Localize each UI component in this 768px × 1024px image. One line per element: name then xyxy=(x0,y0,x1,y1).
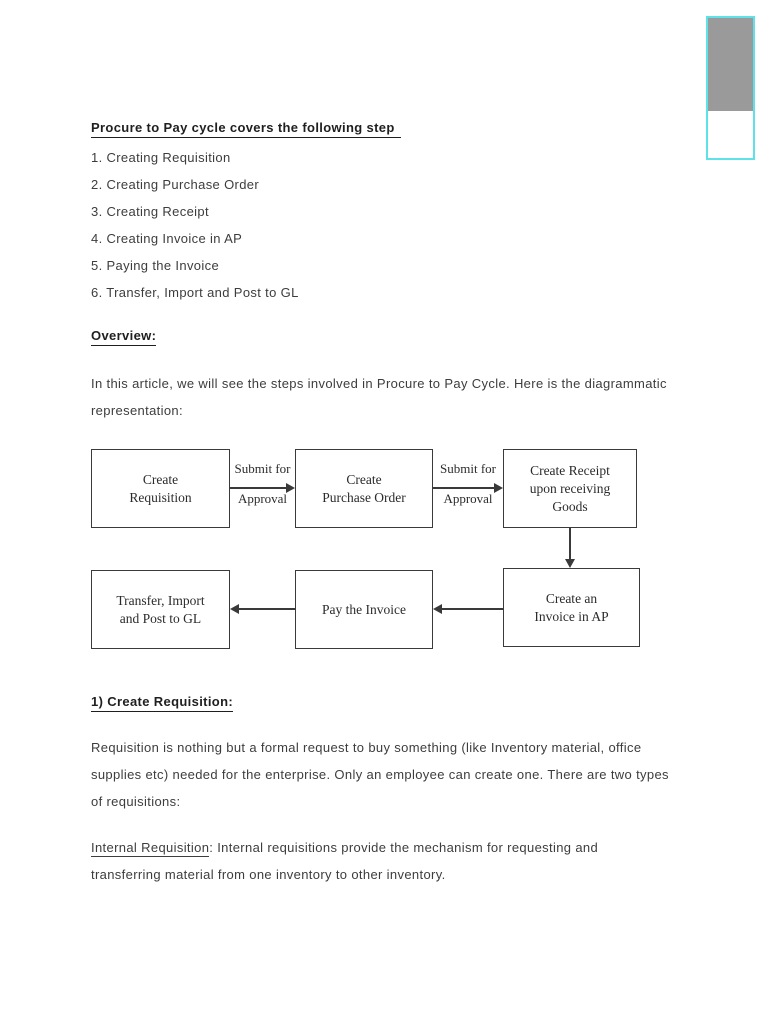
arrow-label-submit-for-2: Submit for xyxy=(440,461,496,476)
overview-paragraph-line-1: In this article, we will see the steps i… xyxy=(91,376,667,391)
arrow-label-approval-1: Approval xyxy=(237,491,288,506)
overview-heading-text: Overview: xyxy=(91,328,157,346)
arrow-label-approval-2: Approval xyxy=(443,491,493,506)
page-title-text: Procure to Pay cycle covers the followin… xyxy=(91,120,401,138)
step-list-item-1: 1. Creating Requisition xyxy=(91,150,231,165)
step-list-item-6: 6. Transfer, Import and Post to GL xyxy=(91,285,299,300)
section1-paragraph-line-1: Requisition is nothing but a formal requ… xyxy=(91,740,642,755)
flowchart-box-label: Transfer, Import and Post to GL xyxy=(116,592,205,626)
flowchart-box-label: Create Requisition xyxy=(129,471,192,505)
step-list-item-4: 4. Creating Invoice in AP xyxy=(91,231,243,246)
step-list-item-2: 2. Creating Purchase Order xyxy=(91,177,260,192)
arrow-line-right-1 xyxy=(230,487,288,489)
flowchart-box-create-receipt: Create Receipt upon receiving Goods xyxy=(503,449,637,528)
flowchart-box-pay-invoice: Pay the Invoice xyxy=(295,570,433,649)
section1-paragraph-line-3: of requisitions: xyxy=(91,794,181,809)
arrowhead-right-icon xyxy=(494,483,503,493)
arrow-line-down xyxy=(569,528,571,559)
internal-requisition-line-2: transferring material from one inventory… xyxy=(91,867,446,882)
step-list-item-5: 5. Paying the Invoice xyxy=(91,258,220,273)
section1-heading-text: 1) Create Requisition: xyxy=(91,694,234,712)
internal-requisition-label: Internal Requisition xyxy=(91,840,210,857)
arrowhead-right-icon xyxy=(286,483,295,493)
arrow-line-right-2 xyxy=(433,487,495,489)
flowchart-box-label: Pay the Invoice xyxy=(322,601,406,617)
step-list-item-3: 3. Creating Receipt xyxy=(91,204,209,219)
flowchart-box-create-requisition: Create Requisition xyxy=(91,449,230,528)
arrowhead-left-icon xyxy=(433,604,442,614)
flowchart-box-label: Create Receipt upon receiving Goods xyxy=(529,462,611,514)
arrow-line-left-2 xyxy=(239,608,295,610)
internal-requisition-text: : Internal requisitions provide the mech… xyxy=(209,840,599,855)
flowchart-box-transfer-import-post-gl: Transfer, Import and Post to GL xyxy=(91,570,230,649)
arrowhead-down-icon xyxy=(565,559,575,568)
minimap-visible-region-thumb[interactable] xyxy=(708,18,753,111)
arrow-label-submit-for-1: Submit for xyxy=(234,461,291,476)
page-title: Procure to Pay cycle covers the followin… xyxy=(91,120,401,138)
flowchart-box-label: Create an Invoice in AP xyxy=(534,590,609,624)
section1-paragraph-line-2: supplies etc) needed for the enterprise.… xyxy=(91,767,669,782)
overview-heading: Overview: xyxy=(91,328,157,346)
internal-requisition-line-1: Internal Requisition: Internal requisiti… xyxy=(91,840,599,857)
flowchart-box-create-invoice-ap: Create an Invoice in AP xyxy=(503,568,640,647)
flowchart-box-create-purchase-order: Create Purchase Order xyxy=(295,449,433,528)
arrow-line-left-1 xyxy=(442,608,503,610)
flowchart-box-label: Create Purchase Order xyxy=(322,471,406,505)
arrowhead-left-icon xyxy=(230,604,239,614)
page-minimap[interactable] xyxy=(706,16,755,160)
section1-heading: 1) Create Requisition: xyxy=(91,694,234,712)
overview-paragraph-line-2: representation: xyxy=(91,403,183,418)
